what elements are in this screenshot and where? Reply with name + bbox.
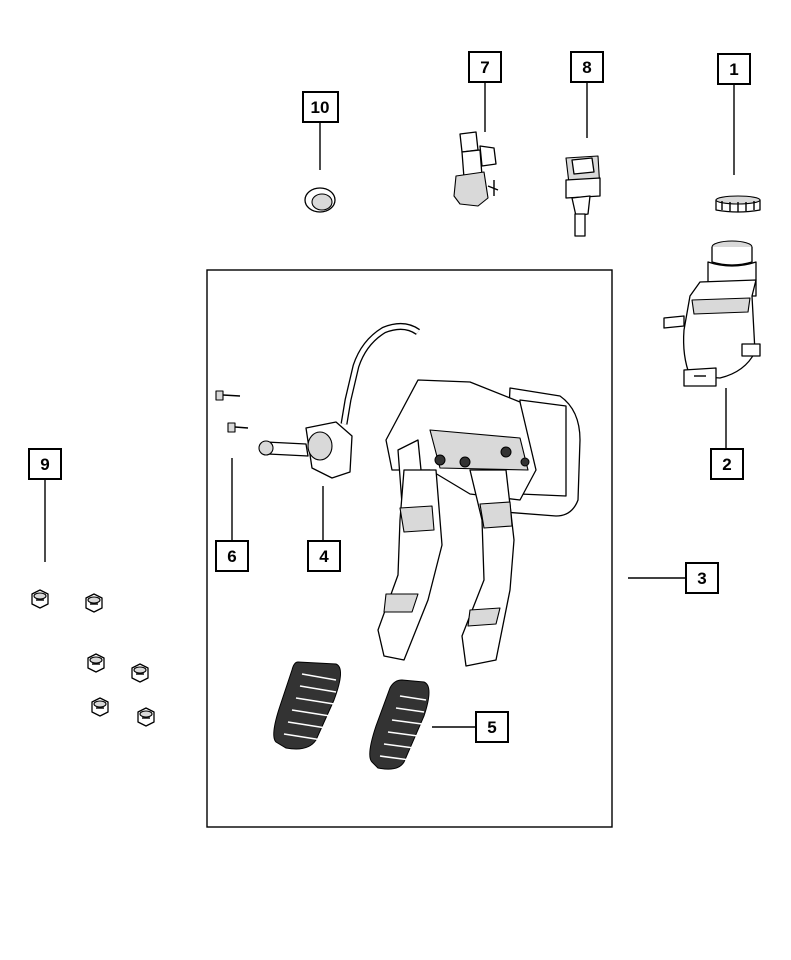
callout-5-label: 5	[487, 718, 496, 737]
callout-1-label: 1	[729, 60, 738, 79]
callout-2[interactable]: 2	[710, 448, 744, 480]
sensor-icon	[565, 155, 601, 237]
pedal-pad-icon	[273, 661, 430, 770]
fluid-reservoir-icon	[663, 240, 761, 387]
callout-6[interactable]: 6	[215, 540, 249, 572]
pedal-bracket-icon	[377, 379, 581, 667]
callout-3-label: 3	[697, 569, 706, 588]
callout-9[interactable]: 9	[28, 448, 62, 480]
callout-4[interactable]: 4	[307, 540, 341, 572]
callout-8-label: 8	[582, 58, 591, 77]
callout-1[interactable]: 1	[717, 53, 751, 85]
callout-9-label: 9	[40, 455, 49, 474]
master-cylinder-icon	[258, 323, 421, 479]
callout-2-label: 2	[722, 455, 731, 474]
callout-6-label: 6	[227, 547, 236, 566]
callout-7-label: 7	[480, 58, 489, 77]
callout-8[interactable]: 8	[570, 51, 604, 83]
plug-icon	[304, 187, 336, 213]
nut-icon	[31, 589, 155, 727]
reservoir-cap-icon	[715, 195, 761, 213]
callout-5[interactable]: 5	[475, 711, 509, 743]
switch-icon	[453, 131, 499, 207]
callout-10-label: 10	[311, 98, 330, 117]
callout-3[interactable]: 3	[685, 562, 719, 594]
callout-4-label: 4	[319, 547, 329, 566]
callout-10[interactable]: 10	[302, 91, 339, 123]
assembly-frame	[206, 269, 613, 828]
callout-7[interactable]: 7	[468, 51, 502, 83]
bolt-icon	[215, 390, 249, 433]
